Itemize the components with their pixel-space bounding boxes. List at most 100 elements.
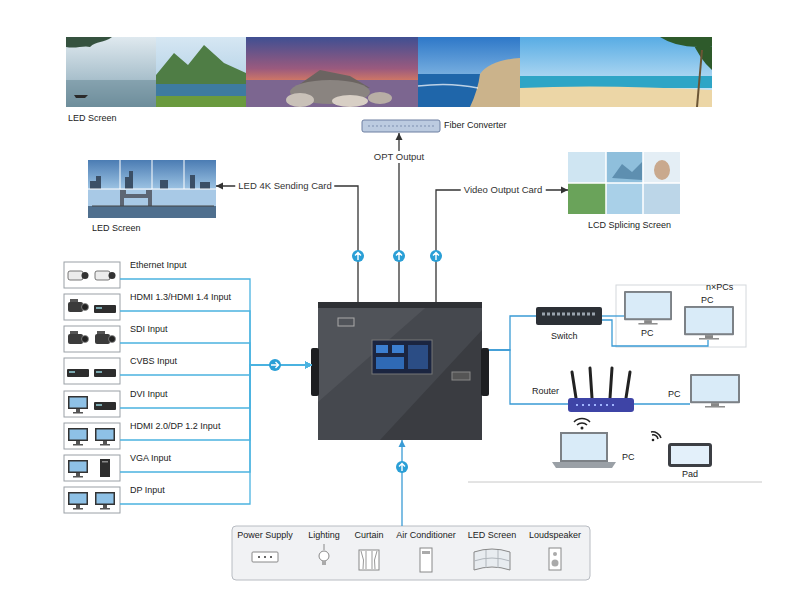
flow-marker (430, 250, 442, 262)
node-label: Fiber Converter (444, 120, 507, 131)
node-label: PC (622, 452, 635, 463)
connector (602, 316, 624, 317)
control-panel (232, 526, 590, 580)
node-label: Power Supply (234, 530, 296, 541)
flow-marker (352, 250, 364, 262)
arrow-head (399, 440, 406, 447)
network-devices (468, 285, 762, 482)
connector (489, 316, 536, 350)
node-label: Router (532, 386, 559, 397)
connector (120, 362, 312, 505)
led-screen-image (66, 37, 712, 107)
connector (120, 362, 312, 441)
connector (436, 187, 568, 303)
node-label: Lighting (302, 530, 346, 541)
lcd-splicing-screen: LCD Splicing Screen (568, 152, 680, 214)
input-source: VGA Input (64, 455, 120, 481)
connector (120, 311, 312, 369)
controlled-device: Lighting (302, 530, 346, 576)
input-source: SDI Input (64, 326, 120, 352)
fiber-converter: Fiber Converter (362, 119, 440, 133)
pc-monitor: PC (624, 291, 672, 325)
connector-line (634, 403, 690, 404)
node-label: Curtain (348, 530, 390, 541)
led-screen-image (88, 160, 216, 218)
connector (120, 362, 312, 409)
lcd-splicing-image (568, 152, 680, 214)
flow-marker (396, 461, 408, 473)
led-screen: LED Screen (88, 160, 216, 218)
router-device: Router (568, 398, 634, 412)
arrow-head (305, 362, 312, 369)
flow-marker (393, 250, 405, 262)
connector (120, 343, 312, 369)
input-source: CVBS Input (64, 358, 120, 384)
arrow-head (305, 362, 312, 369)
node-label: SDI Input (130, 324, 168, 335)
switch-device: Switch (536, 307, 602, 325)
connector-line (216, 186, 358, 302)
pad-device: Pad (668, 443, 712, 467)
flow-marker (269, 359, 281, 371)
controlled-device: Loudspeaker (524, 530, 586, 576)
arrow-head (305, 362, 312, 369)
pc-monitor: n×PCsPC (684, 308, 734, 340)
connector-line (120, 365, 312, 375)
control-panel: Power Supply LightingCurtainAir Condition… (232, 526, 590, 580)
connector-line (401, 440, 402, 526)
node-label: HDMI 1.3/HDMI 1.4 Input (130, 292, 231, 303)
arrow-head (305, 362, 312, 369)
edge-label: LED 4K Sending Card (235, 180, 334, 192)
connector (602, 320, 708, 346)
node-label: CVBS Input (130, 356, 177, 367)
connector (634, 404, 690, 405)
led-screen: LED Screen (66, 37, 713, 107)
connector-line (120, 365, 312, 472)
connector (120, 279, 312, 369)
input-source: DVI Input (64, 391, 120, 417)
connector-line (120, 279, 312, 365)
node-label: VGA Input (130, 453, 171, 464)
processor-device (311, 302, 489, 440)
arrow-head (305, 362, 312, 369)
connector-line (602, 320, 708, 346)
controlled-device: Air Conditioner (392, 530, 460, 576)
node-label: n×PCs (706, 282, 733, 293)
controlled-device: Power Supply (234, 530, 296, 576)
arrow-head (561, 187, 568, 194)
connector (120, 362, 312, 473)
node-label: PC (668, 389, 681, 400)
video-processor (312, 302, 489, 440)
node-label: DP Input (130, 485, 165, 496)
arrow-head (305, 362, 312, 369)
node-label: LED Screen (464, 530, 520, 541)
arrow-head (216, 183, 223, 190)
input-source: HDMI 1.3/HDMI 1.4 Input (64, 294, 120, 320)
node-label: LED Screen (92, 223, 141, 234)
node-label: HDMI 2.0/DP 1.2 Input (130, 421, 220, 432)
input-source: DP Input (64, 487, 120, 513)
node-label: Switch (551, 331, 578, 342)
connector-line (489, 316, 536, 350)
connector-line (602, 315, 624, 316)
arrow-head (396, 133, 403, 140)
pc-laptop: PC (554, 432, 614, 470)
input-source: Ethernet Input (64, 262, 120, 288)
connector (216, 183, 358, 303)
node-label: Pad (682, 469, 698, 480)
arrow-head (305, 362, 312, 369)
connector-line (489, 350, 568, 404)
node-label: LED Screen (68, 113, 117, 124)
node-label: LCD Splicing Screen (588, 220, 671, 231)
connector-line (120, 365, 312, 408)
connector (489, 350, 568, 404)
fiber-converter-device (362, 120, 440, 132)
node-label: Loudspeaker (524, 530, 586, 541)
edge-label: OPT Output (371, 151, 428, 163)
connector-line (436, 190, 568, 302)
node-label: PC (641, 328, 654, 339)
